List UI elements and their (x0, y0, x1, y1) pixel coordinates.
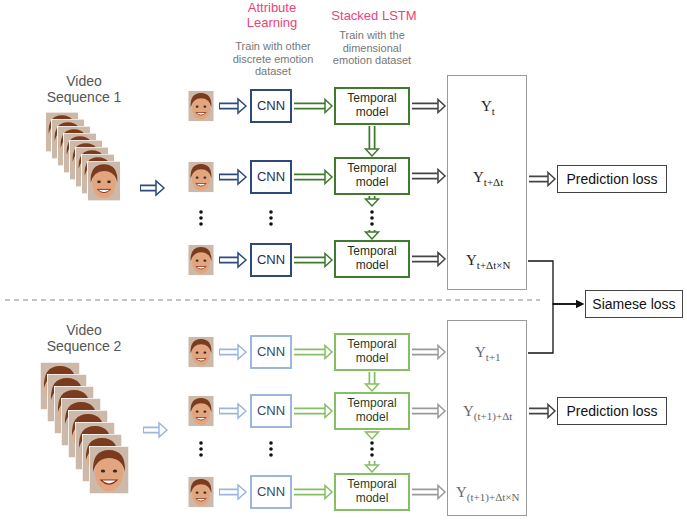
connector-arrow (294, 346, 332, 359)
box-label: CNN (257, 253, 285, 268)
connector-arrow (366, 196, 379, 239)
frame-image (188, 90, 214, 507)
connector-arrow (412, 405, 445, 418)
connector-arrow (412, 486, 445, 499)
separator-line (5, 299, 540, 300)
video-frames (45, 112, 120, 201)
connector-arrow (412, 346, 445, 359)
temporal-model-box: Temporal model (334, 157, 410, 195)
cnn-box: CNN (250, 394, 292, 428)
temporal-model-box: Temporal model (334, 473, 410, 511)
box-label: CNN (257, 99, 285, 114)
connector-arrow (294, 254, 332, 267)
cnn-box: CNN (250, 335, 292, 369)
temporal-model-box: Temporal model (334, 333, 410, 371)
box-label: Temporal model (339, 397, 405, 425)
connector-arrow (412, 170, 445, 183)
temporal-model-box: Temporal model (334, 87, 410, 125)
loss-box: Prediction loss (557, 165, 667, 193)
connector-arrow (294, 405, 332, 418)
connector-arrow (528, 300, 584, 353)
subscript: t+1 (486, 351, 501, 363)
cnn-box: CNN (250, 243, 292, 277)
connector-arrow (528, 261, 584, 308)
section-note: Train with other discrete emotion datase… (226, 40, 320, 78)
box-label: CNN (257, 404, 285, 419)
subscript: (t+1)+Δt×N (467, 491, 520, 503)
box-label: CNN (257, 485, 285, 500)
loss-box: Prediction loss (557, 397, 667, 425)
output-symbol: Yt (481, 97, 495, 117)
frame-arrow (219, 99, 246, 499)
box-label: CNN (257, 345, 285, 360)
box-label: Temporal model (339, 245, 405, 273)
connector-arrow (294, 100, 332, 113)
box-label: Prediction loss (566, 403, 657, 419)
output-symbol: Yt+Δt (473, 168, 503, 188)
cnn-box: CNN (250, 475, 292, 509)
sequence-label: Video Sequence 1 (38, 73, 130, 105)
section-title: Attribute Learning (236, 1, 308, 31)
connector-arrow (366, 126, 379, 156)
box-label: Siamese loss (592, 296, 675, 312)
output-symbol: Yt+1 (475, 343, 501, 363)
sequence-label: Video Sequence 2 (38, 322, 130, 354)
cnn-box: CNN (250, 160, 292, 194)
box-label: Temporal model (339, 92, 405, 120)
section-note: Train with the dimensional emotion datas… (328, 29, 416, 67)
connector-arrow (366, 372, 379, 391)
connector-arrow (294, 486, 332, 499)
box-label: Temporal model (339, 478, 405, 506)
video-frames (40, 362, 129, 494)
loss-box: Siamese loss (585, 290, 683, 318)
cnn-box: CNN (250, 89, 292, 123)
connector-arrow (366, 431, 379, 472)
output-symbol: Yt+Δt×N (466, 251, 510, 271)
box-label: Temporal model (339, 338, 405, 366)
output-box: YtYt+ΔtYt+Δt×N (447, 75, 527, 290)
subscript: (t+1)+Δt (474, 410, 512, 422)
connector-arrow (412, 253, 445, 266)
output-symbol: Y(t+1)+Δt×N (456, 483, 519, 503)
subscript: t (492, 105, 495, 117)
box-label: Temporal model (339, 162, 405, 190)
subscript: t+Δt×N (477, 259, 511, 271)
box-label: CNN (257, 170, 285, 185)
subscript: t+Δt (484, 176, 503, 188)
section-title: Stacked LSTM (322, 9, 426, 24)
connector-arrow (529, 173, 555, 186)
box-label: Prediction loss (566, 171, 657, 187)
connector-arrow (529, 405, 555, 418)
temporal-model-box: Temporal model (334, 392, 410, 430)
connector-arrow (412, 100, 445, 113)
connector-arrow (294, 171, 332, 184)
input-arrow (140, 181, 167, 437)
temporal-model-box: Temporal model (334, 240, 410, 278)
output-box: Yt+1Y(t+1)+ΔtY(t+1)+Δt×N (447, 320, 527, 516)
output-symbol: Y(t+1)+Δt (463, 402, 512, 422)
